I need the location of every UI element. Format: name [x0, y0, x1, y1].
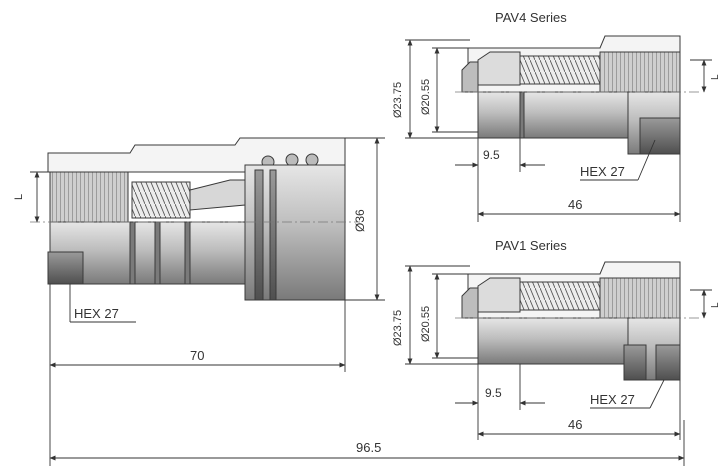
pav4-inner-diameter-label: Ø20.55	[420, 79, 432, 115]
pav1-dimensions	[405, 265, 712, 440]
coupler-length-label: 70	[190, 348, 204, 363]
coupler-thread-label: L	[13, 194, 25, 200]
pav1-inner-diameter-label: Ø20.55	[420, 306, 432, 342]
pav4-series-title: PAV4 Series	[495, 10, 567, 25]
pav4-dimensions	[405, 39, 712, 222]
pav1-length-label: 46	[568, 417, 582, 432]
coupler-dimensions	[30, 137, 685, 466]
pav4-thread-label: L	[710, 74, 721, 80]
pav4-nipple	[455, 35, 700, 155]
coupler-diameter-label: Ø36	[353, 209, 367, 232]
pav1-hex-label: HEX 27	[590, 392, 635, 407]
overall-length-label: 96.5	[356, 440, 381, 455]
coupler-hex-label: HEX 27	[74, 306, 119, 321]
pav4-length-label: 46	[568, 197, 582, 212]
pav1-outer-diameter-label: Ø23.75	[392, 310, 404, 346]
pav4-hex-label: HEX 27	[580, 164, 625, 179]
pav4-offset-label: 9.5	[483, 148, 500, 162]
pav4-outer-diameter-label: Ø23.75	[392, 82, 404, 118]
coupler-body	[30, 137, 360, 301]
pav1-series-title: PAV1 Series	[495, 238, 567, 253]
pav1-thread-label: L	[710, 302, 721, 308]
pav1-nipple	[455, 261, 700, 381]
pav1-offset-label: 9.5	[485, 386, 502, 400]
